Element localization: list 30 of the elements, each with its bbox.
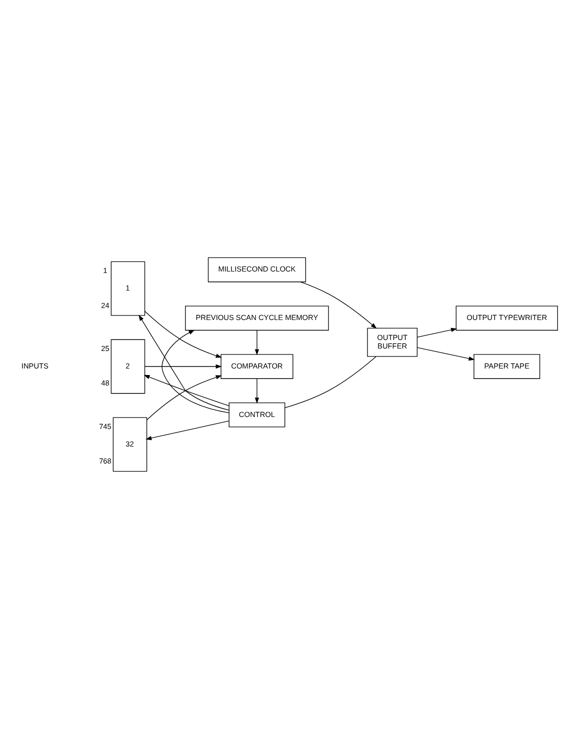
arrow xyxy=(144,310,222,358)
node-label: 1 xyxy=(103,266,108,276)
node-box: 2 xyxy=(110,339,146,394)
node-box: COMPARATOR xyxy=(220,354,294,379)
arrow xyxy=(146,375,222,420)
node-label: 25 xyxy=(101,344,110,354)
arrow xyxy=(416,328,458,338)
node-box: OUTPUT TYPEWRITER xyxy=(456,306,558,331)
arrow xyxy=(144,364,222,369)
connector xyxy=(284,356,376,408)
node-label: 768 xyxy=(99,456,112,466)
arrow xyxy=(146,420,230,440)
arrow xyxy=(144,374,230,406)
node-box: 32 xyxy=(112,417,148,472)
arrow xyxy=(254,378,260,404)
arrow xyxy=(300,282,377,329)
node-label: 48 xyxy=(101,378,110,388)
arrow xyxy=(416,347,475,361)
label: INPUTS xyxy=(21,361,48,370)
node-box: CONTROL xyxy=(228,402,286,428)
arrow xyxy=(254,330,260,356)
node-box: 1 xyxy=(110,261,146,316)
node-box: OUTPUT BUFFER xyxy=(367,328,418,357)
arrow xyxy=(138,314,230,411)
arrow xyxy=(162,330,230,414)
node-box: MILLISECOND CLOCK xyxy=(208,257,306,282)
node-label: 745 xyxy=(99,422,112,431)
node-box: PAPER TAPE xyxy=(474,354,540,379)
node-box: PREVIOUS SCAN CYCLE MEMORY xyxy=(185,306,329,331)
node-label: 24 xyxy=(101,300,110,310)
